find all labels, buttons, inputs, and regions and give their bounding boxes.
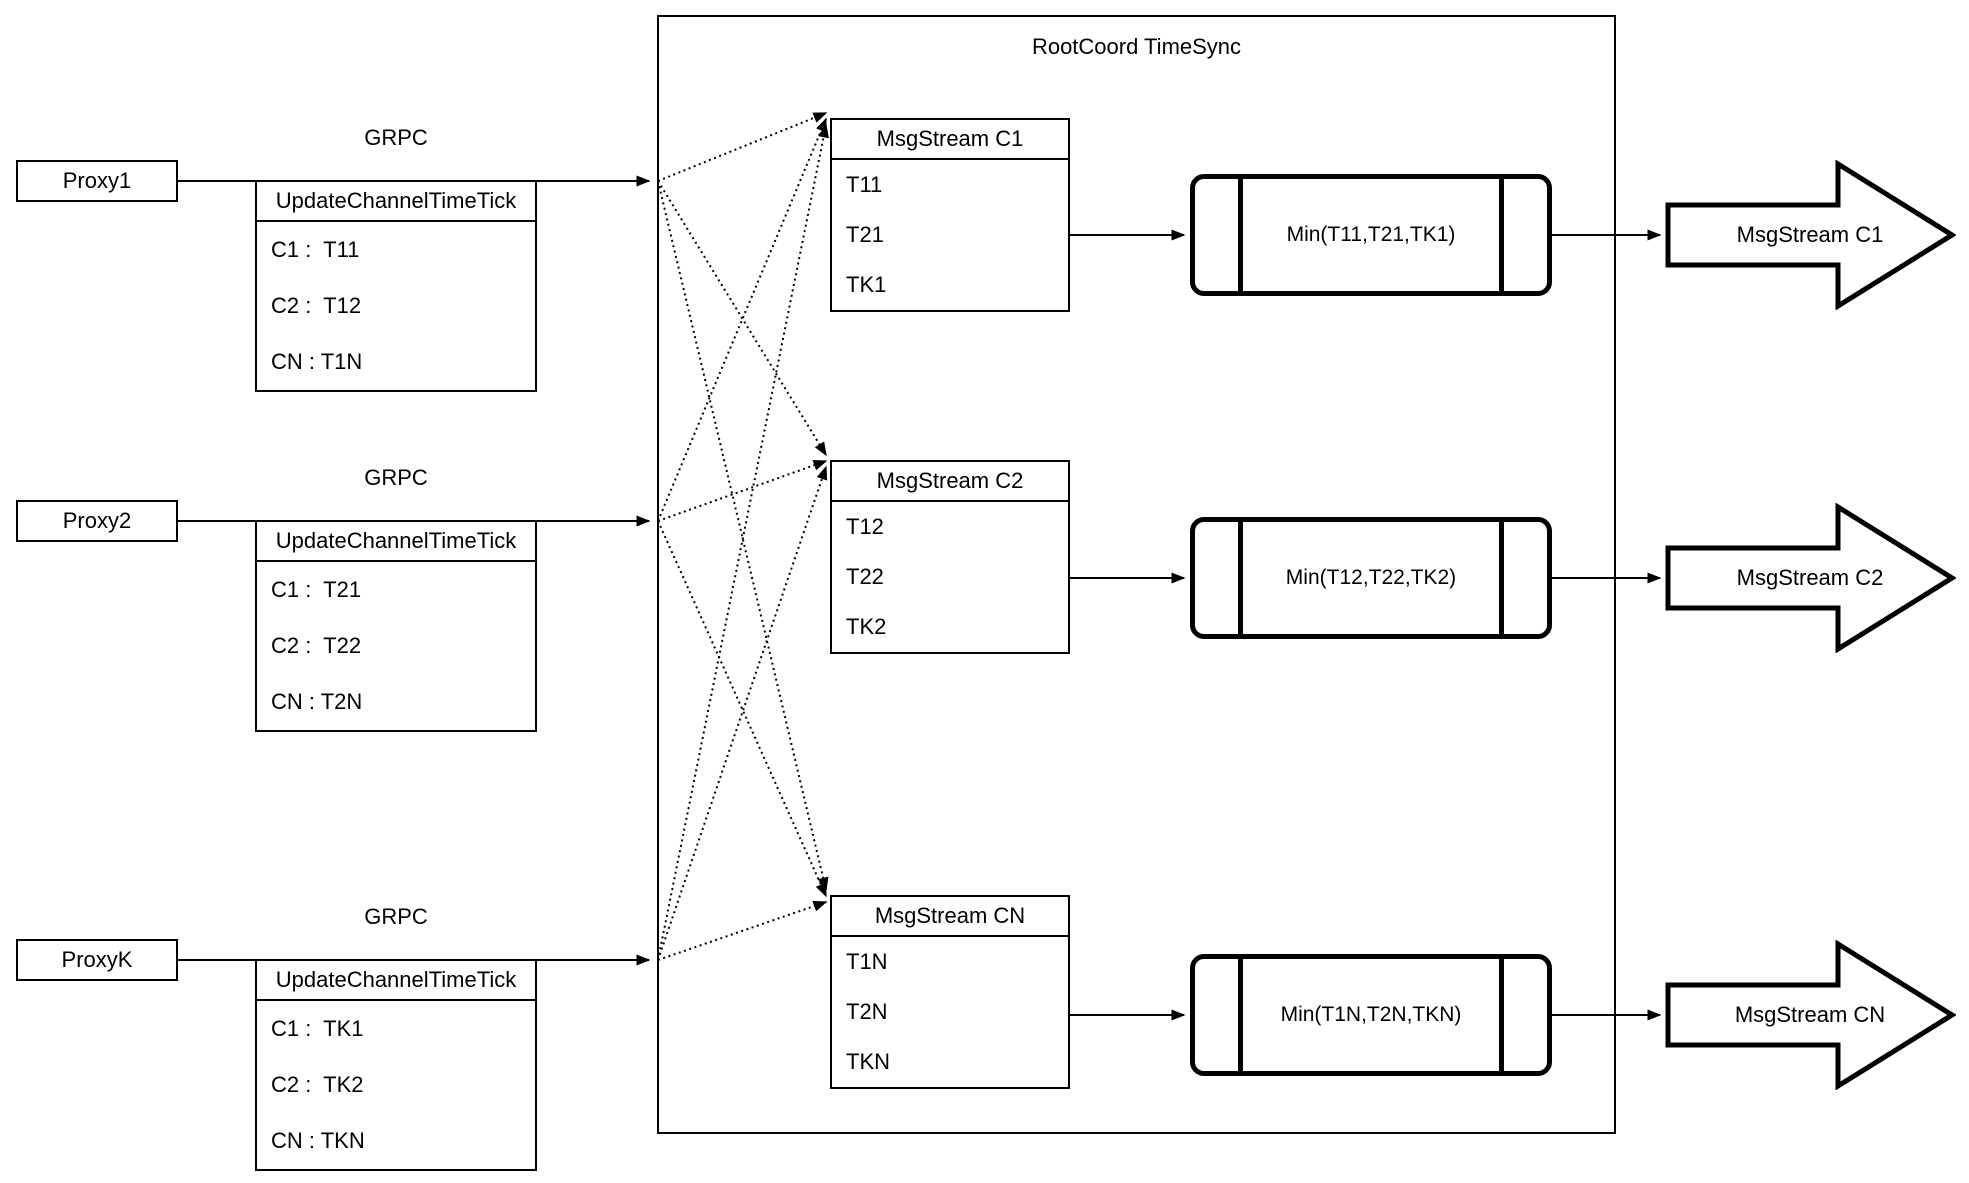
output-arrow-label: MsgStream CN — [1734, 1002, 1886, 1027]
output-arrow-label: MsgStream C2 — [1736, 565, 1884, 590]
proxy1-label: Proxy1 — [62, 168, 132, 193]
table-header: UpdateChannelTimeTick — [257, 522, 535, 562]
table-row: C1 : T21 — [271, 577, 362, 602]
min-label: Min(T1N,T2N,TKN) — [1280, 1003, 1462, 1026]
table-row: CN : TKN — [271, 1128, 365, 1153]
min-to-output-lines — [1552, 229, 1662, 1021]
table-row: T1N — [846, 949, 888, 974]
min-function-box-c1: Min(T11,T21,TK1) — [1190, 174, 1552, 296]
table-row: CN : T2N — [271, 689, 363, 714]
min-function-box-c2: Min(T12,T22,TK2) — [1190, 517, 1552, 639]
update-channel-timetick-table-3: UpdateChannelTimeTick C1 : TK1 C2 : TK2 … — [255, 959, 537, 1171]
block-arrow-shape — [1665, 940, 1956, 1090]
grpc-label-1: GRPC — [364, 125, 428, 150]
min-label: Min(T12,T22,TK2) — [1285, 566, 1457, 589]
proxyk-box: ProxyK — [16, 939, 178, 981]
table-header: MsgStream C2 — [832, 462, 1068, 502]
table-to-min-lines — [1070, 229, 1186, 1021]
table-header: UpdateChannelTimeTick — [257, 182, 535, 222]
block-arrow-shape — [1665, 503, 1956, 653]
table-row: T11 — [846, 172, 883, 197]
msgstream-cn-output-arrow: MsgStream CN — [1664, 940, 1956, 1090]
table-row: CN : T1N — [271, 349, 363, 374]
subroutine-bar — [1499, 179, 1504, 291]
subroutine-bar — [1499, 522, 1504, 634]
grpc-label-3: GRPC — [364, 904, 428, 929]
table-header: MsgStream CN — [832, 897, 1068, 937]
table-row: T12 — [846, 514, 884, 539]
subroutine-bar — [1499, 959, 1504, 1071]
output-arrow-label: MsgStream C1 — [1736, 222, 1884, 247]
grpc-label-2: GRPC — [364, 465, 428, 490]
update-channel-timetick-table-1: UpdateChannelTimeTick C1 : T11 C2 : T12 … — [255, 180, 537, 392]
min-function-box-cn: Min(T1N,T2N,TKN) — [1190, 954, 1552, 1076]
table-row: C1 : T11 — [271, 237, 360, 262]
msgstream-c2-table: MsgStream C2 T12 T22 TK2 — [830, 460, 1070, 654]
subroutine-bar — [1238, 522, 1243, 634]
table-header: UpdateChannelTimeTick — [257, 961, 535, 1001]
subroutine-bar — [1238, 179, 1243, 291]
msgstream-c1-output-arrow: MsgStream C1 — [1664, 160, 1956, 310]
min-label: Min(T11,T21,TK1) — [1286, 223, 1456, 246]
table-row: T2N — [846, 999, 888, 1024]
table-row: C2 : T22 — [271, 633, 362, 658]
table-row: TK2 — [846, 614, 887, 639]
msgstream-cn-table: MsgStream CN T1N T2N TKN — [830, 895, 1070, 1089]
proxy2-label: Proxy2 — [62, 508, 132, 533]
proxy1-box: Proxy1 — [16, 160, 178, 202]
table-row: TKN — [846, 1049, 890, 1074]
msgstream-c1-table: MsgStream C1 T11 T21 TK1 — [830, 118, 1070, 312]
proxy2-box: Proxy2 — [16, 500, 178, 542]
dotted-fanout-lines — [657, 112, 829, 961]
table-header: MsgStream C1 — [832, 120, 1068, 160]
table-row: T22 — [846, 564, 884, 589]
table-row: T21 — [846, 222, 884, 247]
table-row: C2 : T12 — [271, 293, 362, 318]
subroutine-bar — [1238, 959, 1243, 1071]
proxyk-label: ProxyK — [61, 947, 133, 972]
msgstream-c2-output-arrow: MsgStream C2 — [1664, 503, 1956, 653]
update-channel-timetick-table-2: UpdateChannelTimeTick C1 : T21 C2 : T22 … — [255, 520, 537, 732]
table-row: TK1 — [846, 272, 887, 297]
rootcoord-title: RootCoord TimeSync — [1031, 34, 1242, 59]
table-row: C2 : TK2 — [271, 1072, 364, 1097]
block-arrow-shape — [1665, 160, 1956, 310]
table-row: C1 : TK1 — [271, 1016, 364, 1041]
